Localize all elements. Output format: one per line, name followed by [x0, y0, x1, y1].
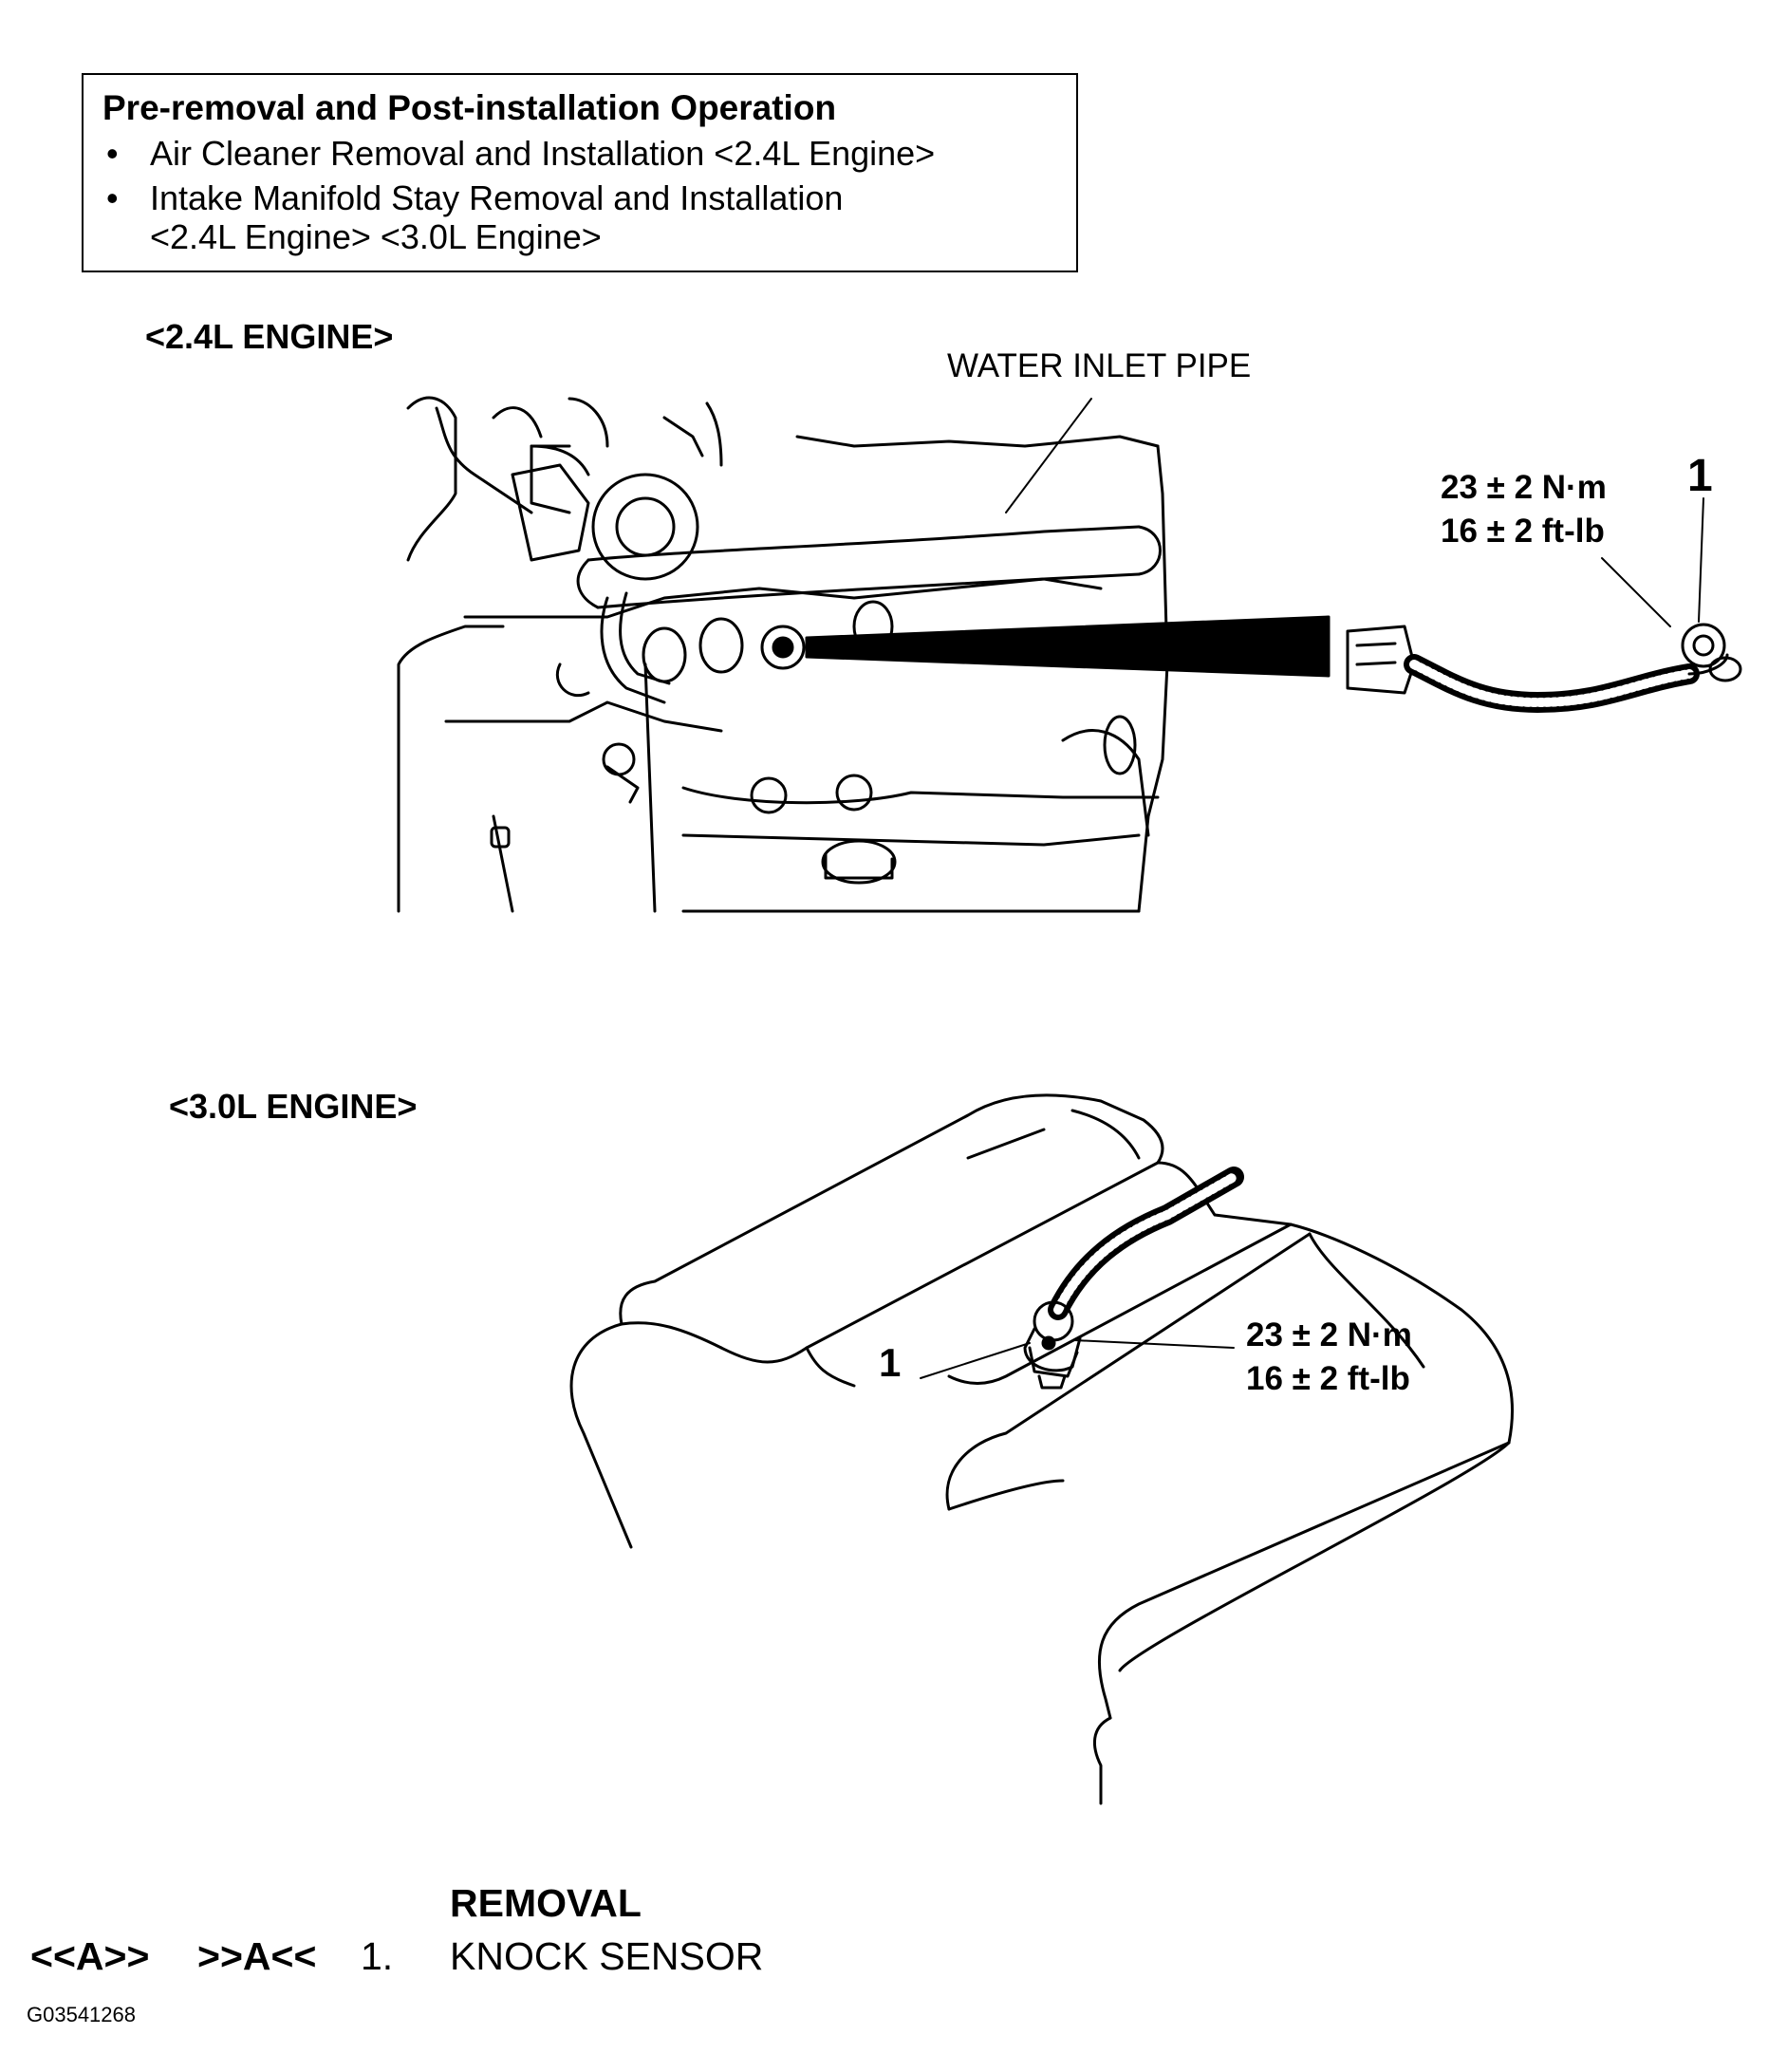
pre-operation-title: Pre-removal and Post-installation Operat…	[102, 88, 837, 127]
knock-sensor-location-icon	[760, 625, 806, 670]
engine-24-torque: 23 ± 2 N·m 16 ± 2 ft-lb	[1441, 466, 1607, 553]
pre-operation-item: • Intake Manifold Stay Removal and Insta…	[106, 178, 1055, 220]
pre-operation-item: • Air Cleaner Removal and Installation <…	[106, 134, 1055, 176]
removal-heading: REMOVAL	[450, 1881, 642, 1925]
engine-24-heading: <2.4L ENGINE>	[145, 317, 394, 356]
pre-operation-box: Pre-removal and Post-installation Operat…	[82, 73, 1078, 272]
engine-30-torque: 23 ± 2 N·m 16 ± 2 ft-lb	[1246, 1314, 1412, 1401]
water-inlet-pipe-callout: WATER INLET PIPE	[947, 347, 1252, 384]
torque-nm-label: 23 ± 2 N·m	[1246, 1316, 1412, 1353]
cylinder-cover-outline	[619, 1093, 1164, 1326]
removal-code: <<A>>	[30, 1934, 150, 1978]
knock-sensor-connector-icon	[1346, 625, 1416, 695]
install-code: >>A<<	[197, 1934, 317, 1978]
torque-ftlb-label: 16 ± 2 ft-lb	[1246, 1360, 1410, 1397]
pre-operation-item-text: Air Cleaner Removal and Installation <2.…	[150, 134, 936, 173]
step-number: 1.	[361, 1934, 394, 1978]
engine-30-part-number: 1	[879, 1340, 902, 1385]
pre-operation-item-continuation: <2.4L Engine> <3.0L Engine>	[150, 217, 602, 256]
figure-id: G03541268	[27, 2003, 136, 2026]
torque-nm-label: 23 ± 2 N·m	[1441, 469, 1607, 506]
bullet-icon: •	[106, 178, 119, 217]
engine-30-heading: <3.0L ENGINE>	[169, 1087, 418, 1126]
water-inlet-pipe-icon	[586, 525, 1141, 562]
torque-ftlb-label: 16 ± 2 ft-lb	[1441, 513, 1605, 550]
fitting-icon	[591, 473, 699, 581]
pre-operation-item-text: Intake Manifold Stay Removal and Install…	[150, 178, 844, 217]
step-name: KNOCK SENSOR	[450, 1934, 764, 1978]
engine-block-outline	[406, 396, 457, 562]
magnification-wedge	[805, 615, 1331, 678]
engine-24-part-number: 1	[1687, 451, 1713, 501]
bullet-icon: •	[106, 134, 119, 173]
